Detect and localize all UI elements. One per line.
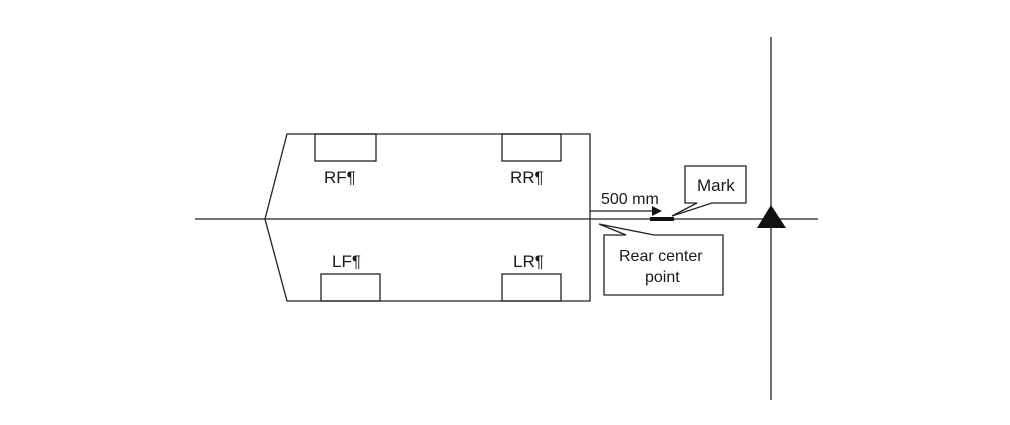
wheel-label-lr: LR¶ [513,252,544,271]
wheel-rf [314,133,377,162]
wheel-label-lf: LF¶ [332,252,361,271]
mark-indicator [650,217,674,221]
arrow-head-icon [652,206,662,216]
wheel-label-rr: RR¶ [510,168,544,187]
wheel-label-rf: RF¶ [324,168,356,187]
mark-label: Mark [697,176,735,195]
wheel-rr [501,133,562,162]
rear-center-label-line1: Rear center [619,248,703,265]
wheel-lf [320,273,381,302]
rear-center-label-line2: point [645,269,680,286]
rear-center-callout [598,223,724,296]
vehicle-body [264,133,591,302]
reference-triangle-icon [757,205,786,228]
distance-label: 500 mm [601,191,659,208]
mark-callout [671,165,747,217]
wheel-lr [501,273,562,302]
